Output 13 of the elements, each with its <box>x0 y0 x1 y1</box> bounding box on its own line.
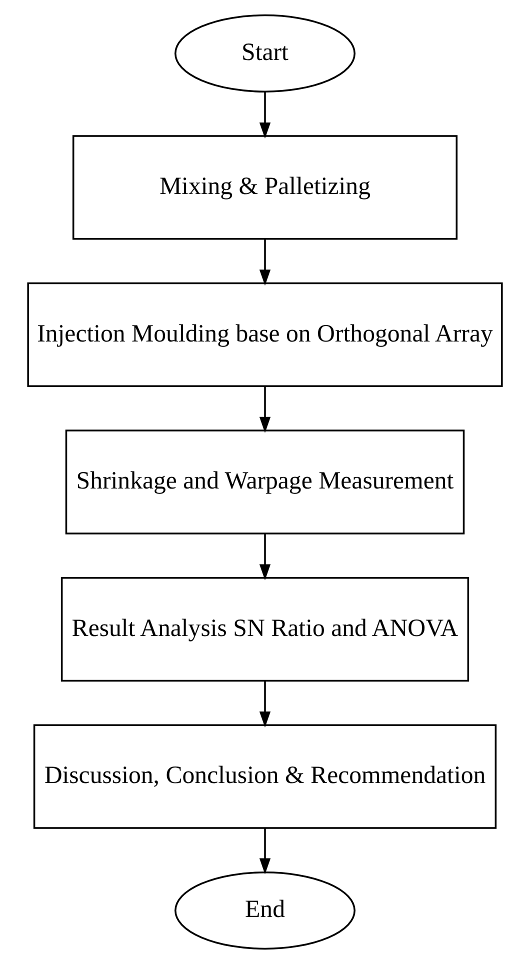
arrow <box>259 239 271 286</box>
arrow <box>259 92 271 139</box>
node-ellipse: Start <box>174 14 356 92</box>
node-box: Mixing & Palletizing <box>72 135 458 240</box>
node-box: Shrinkage and Warpage Measurement <box>65 430 465 534</box>
node-box: Discussion, Conclusion & Recommendation <box>33 724 497 829</box>
arrow <box>259 534 271 580</box>
node-box: Injection Moulding base on Orthogonal Array <box>27 282 503 388</box>
node-ellipse: End <box>174 872 356 950</box>
arrow <box>259 386 271 433</box>
arrow <box>259 681 271 728</box>
arrow <box>259 828 271 874</box>
node-box: Result Analysis SN Ratio and ANOVA <box>60 576 470 682</box>
